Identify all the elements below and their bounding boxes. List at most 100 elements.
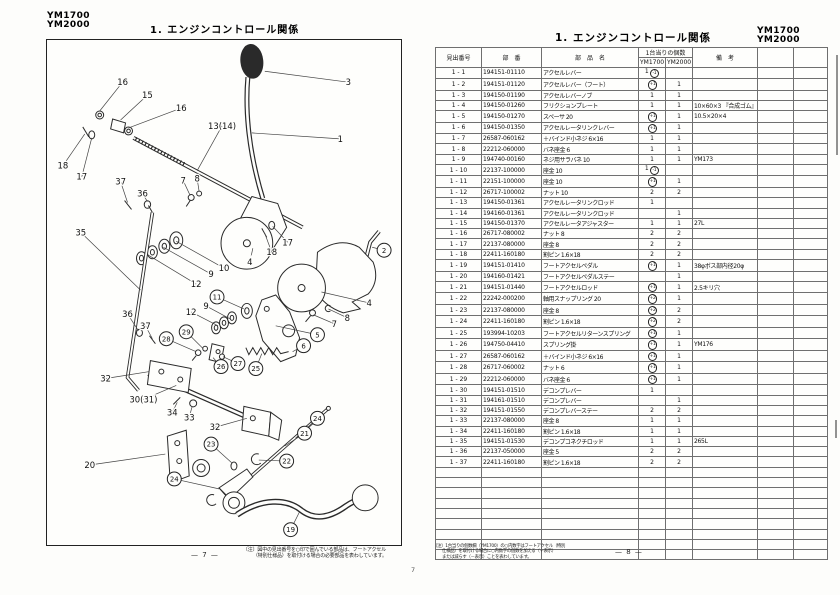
qty-ym1700-cell: 1 [638,415,666,427]
remarks-cell: 10.5×20×4 [692,110,759,123]
qty-ym2000-cell: 1 [664,435,694,448]
blank-cell [692,497,759,509]
header-remarks: 備 考 [692,47,759,68]
svg-text:9: 9 [203,301,208,311]
callout-circled-27: 27 [230,356,246,372]
blank-cell [757,384,795,396]
callout-16: 16 [175,102,188,114]
blank-cell [793,394,829,406]
svg-text:26: 26 [217,363,226,371]
part-no-cell: 194150-01260 [481,99,542,112]
blank-cell [757,456,795,468]
part-name-cell: 座金 10 [541,164,639,177]
part-no-cell: 194161-01510 [481,394,542,406]
svg-text:13(14): 13(14) [208,121,236,131]
qty-ym2000-cell: 1 [664,133,694,145]
left-page-number: — 7 — [191,551,219,559]
callout-circled-29: 29 [178,324,194,340]
part-name-cell: ナット 10 [541,186,639,199]
blank-cell [757,404,795,417]
blank-cell [793,259,829,272]
remarks-cell: 38φボス部内径20φ [692,259,759,272]
part-no-cell: 194160-01361 [481,207,542,219]
svg-text:37: 37 [140,321,151,331]
part-name-cell: ナット 8 [541,228,639,240]
blank-cell [793,99,829,112]
callout-circled-22: 22 [279,453,295,469]
blank-cell [757,338,795,351]
item-no-cell: 1 - 3 [435,89,482,101]
blank-cell [757,121,795,135]
item-no-cell: 1 - 36 [435,446,482,458]
part-no-cell: 22212-060000 [481,372,542,386]
blank-cell [664,466,694,479]
qty-ym1700-cell: +1 [638,326,666,340]
blank-cell [757,435,795,448]
part-no-cell: 194150-01370 [481,217,542,230]
part-no-cell: 194150-01361 [481,197,542,209]
svg-text:18: 18 [266,247,277,257]
callout-circled-19: 19 [283,522,299,538]
part-name-cell: スプリング掛 [541,338,639,351]
part-no-cell: 22151-100000 [481,175,542,188]
item-no-cell: 1 - 34 [435,425,482,437]
qty-ym2000-cell: 1 [664,153,694,165]
blank-cell [793,292,829,305]
blank-cell [757,280,795,294]
blank-cell [757,518,795,530]
callout-32: 32 [208,421,221,433]
part-no-cell: 26587-060162 [481,133,542,145]
blank-cell [793,175,829,188]
blank-cell [757,99,795,112]
blank-cell [757,497,795,509]
svg-text:2: 2 [382,247,386,255]
circled-qty: +1 [647,112,658,122]
callout-12: 12 [185,306,198,318]
blank-cell [757,164,795,177]
callout-17: 17 [281,236,294,248]
circled-qty: +1 [647,351,658,361]
svg-text:6: 6 [301,342,305,350]
remarks-cell [692,446,759,458]
svg-text:22: 22 [282,458,291,466]
blank-cell [757,270,795,282]
item-no-cell: 1 - 29 [435,372,482,386]
qty-ym2000-cell: 1 [664,338,694,351]
callout-circled-23: 23 [203,436,219,452]
header-item-no: 見出番号 [435,47,482,68]
svg-text:37: 37 [115,177,126,187]
blank-cell [481,466,542,479]
remarks-cell [692,404,759,417]
blank-cell [793,303,829,317]
blank-cell [793,477,829,489]
qty-ym2000-cell: 1 [664,349,694,363]
blank-cell [692,466,759,479]
item-no-cell: 1 - 13 [435,197,482,209]
svg-text:8: 8 [194,174,199,184]
callout-34: 34 [166,406,179,418]
blank-cell [793,538,829,551]
remarks-cell [692,361,759,374]
qty-ym2000-cell: 2 [664,446,694,458]
qty-ym1700-cell: 1-1 [638,164,666,177]
part-no-cell: 22137-100000 [481,164,542,177]
qty-ym1700-cell: +1 [638,78,666,91]
blank-cell [757,153,795,165]
empty-row [435,487,829,499]
svg-text:4: 4 [366,298,371,308]
blank-cell [435,518,482,530]
part-name-cell: 座金 10 [541,175,639,188]
circled-qty: +1 [647,340,658,350]
blank-cell [793,466,829,479]
qty-ym2000-cell: 1 [664,270,694,282]
blank-cell [793,372,829,386]
qty-ym1700-cell: +2 [638,315,666,328]
